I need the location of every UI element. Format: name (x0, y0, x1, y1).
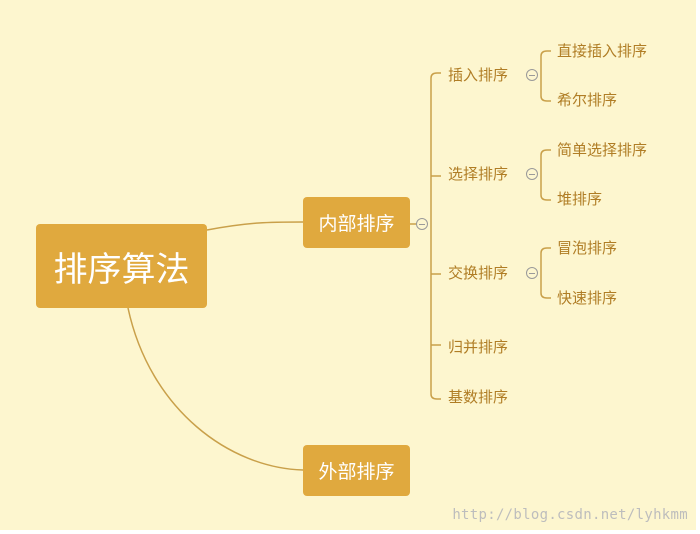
selection-bracket (540, 149, 551, 201)
node-heap-sort[interactable]: 堆排序 (557, 190, 603, 208)
branch-external-sorting[interactable]: 外部排序 (303, 445, 410, 496)
root-node[interactable]: 排序算法 (36, 224, 207, 308)
watermark-url: http://blog.csdn.net/lyhkmm (452, 507, 688, 523)
collapse-insertion-icon[interactable] (526, 69, 538, 81)
node-bubble-sort[interactable]: 冒泡排序 (557, 239, 618, 257)
root-to-internal-link (206, 221, 304, 231)
node-exchange-sort[interactable]: 交换排序 (448, 264, 509, 282)
node-merge-sort[interactable]: 归并排序 (448, 338, 509, 356)
branch-internal-sorting[interactable]: 内部排序 (303, 197, 410, 248)
insertion-bracket (540, 50, 551, 102)
node-insertion-sort[interactable]: 插入排序 (448, 66, 509, 84)
collapse-selection-icon[interactable] (526, 168, 538, 180)
internal-bracket (410, 72, 441, 400)
exchange-bracket (540, 247, 551, 299)
collapse-exchange-icon[interactable] (526, 267, 538, 279)
node-selection-sort[interactable]: 选择排序 (448, 165, 509, 183)
node-quick-sort[interactable]: 快速排序 (557, 289, 618, 307)
node-simple-selection-sort[interactable]: 简单选择排序 (557, 141, 648, 159)
node-radix-sort[interactable]: 基数排序 (448, 388, 509, 406)
node-straight-insertion-sort[interactable]: 直接插入排序 (557, 42, 648, 60)
collapse-internal-icon[interactable] (416, 218, 428, 230)
root-to-external-link (127, 307, 304, 471)
node-shell-sort[interactable]: 希尔排序 (557, 91, 618, 109)
